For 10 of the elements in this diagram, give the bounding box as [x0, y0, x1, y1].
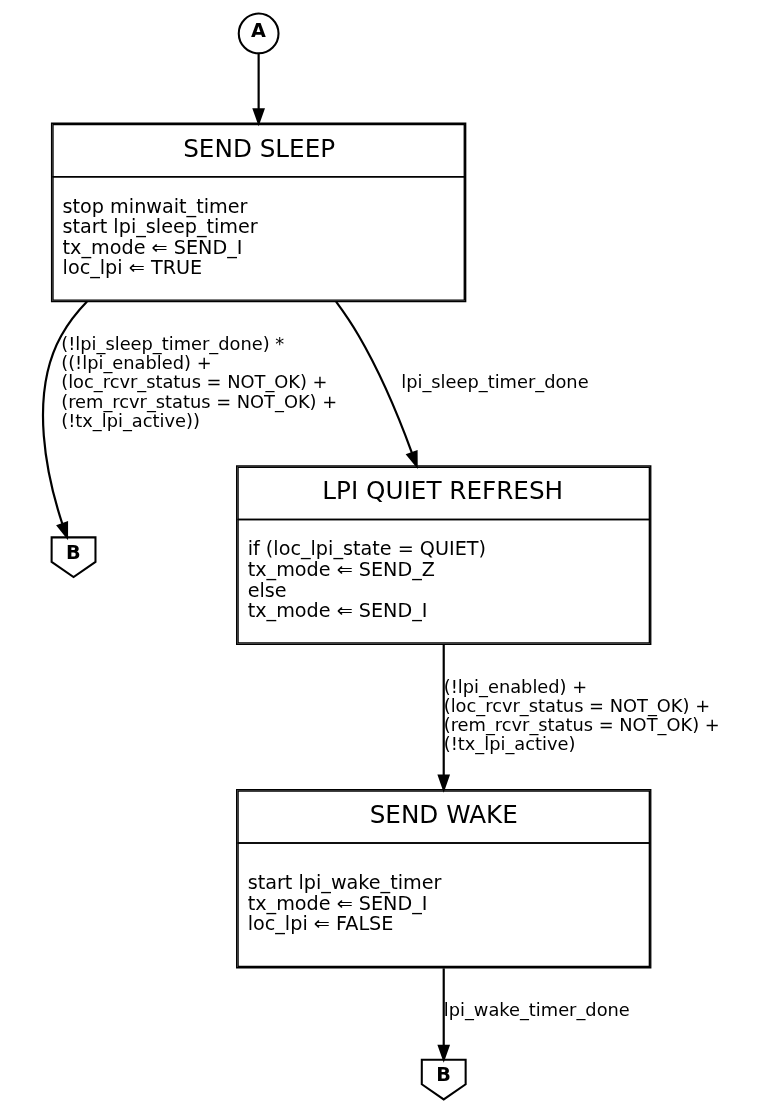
edge-label: (!lpi_enabled) + (loc_rcvr_status = NOT_OK) + (rem_rcvr_status = NOT_OK) + (!tx_lpi_active)	[443, 675, 720, 755]
edge-label: (!lpi_sleep_timer_done) * ((!lpi_enabled) + (loc_rcvr_status = NOT_OK) + (rem_rcvr_status = NOT_OK) + (!tx_lpi_active))	[61, 333, 338, 431]
arrow	[437, 968, 451, 1063]
arrow	[437, 644, 451, 793]
arrow	[252, 53, 265, 127]
edge-label: lpi_sleep_timer_done	[401, 371, 589, 393]
edge-label: lpi_wake_timer_done	[443, 999, 630, 1021]
node-circle: A	[237, 12, 280, 55]
arrow	[41, 300, 88, 541]
arrow	[335, 301, 418, 470]
